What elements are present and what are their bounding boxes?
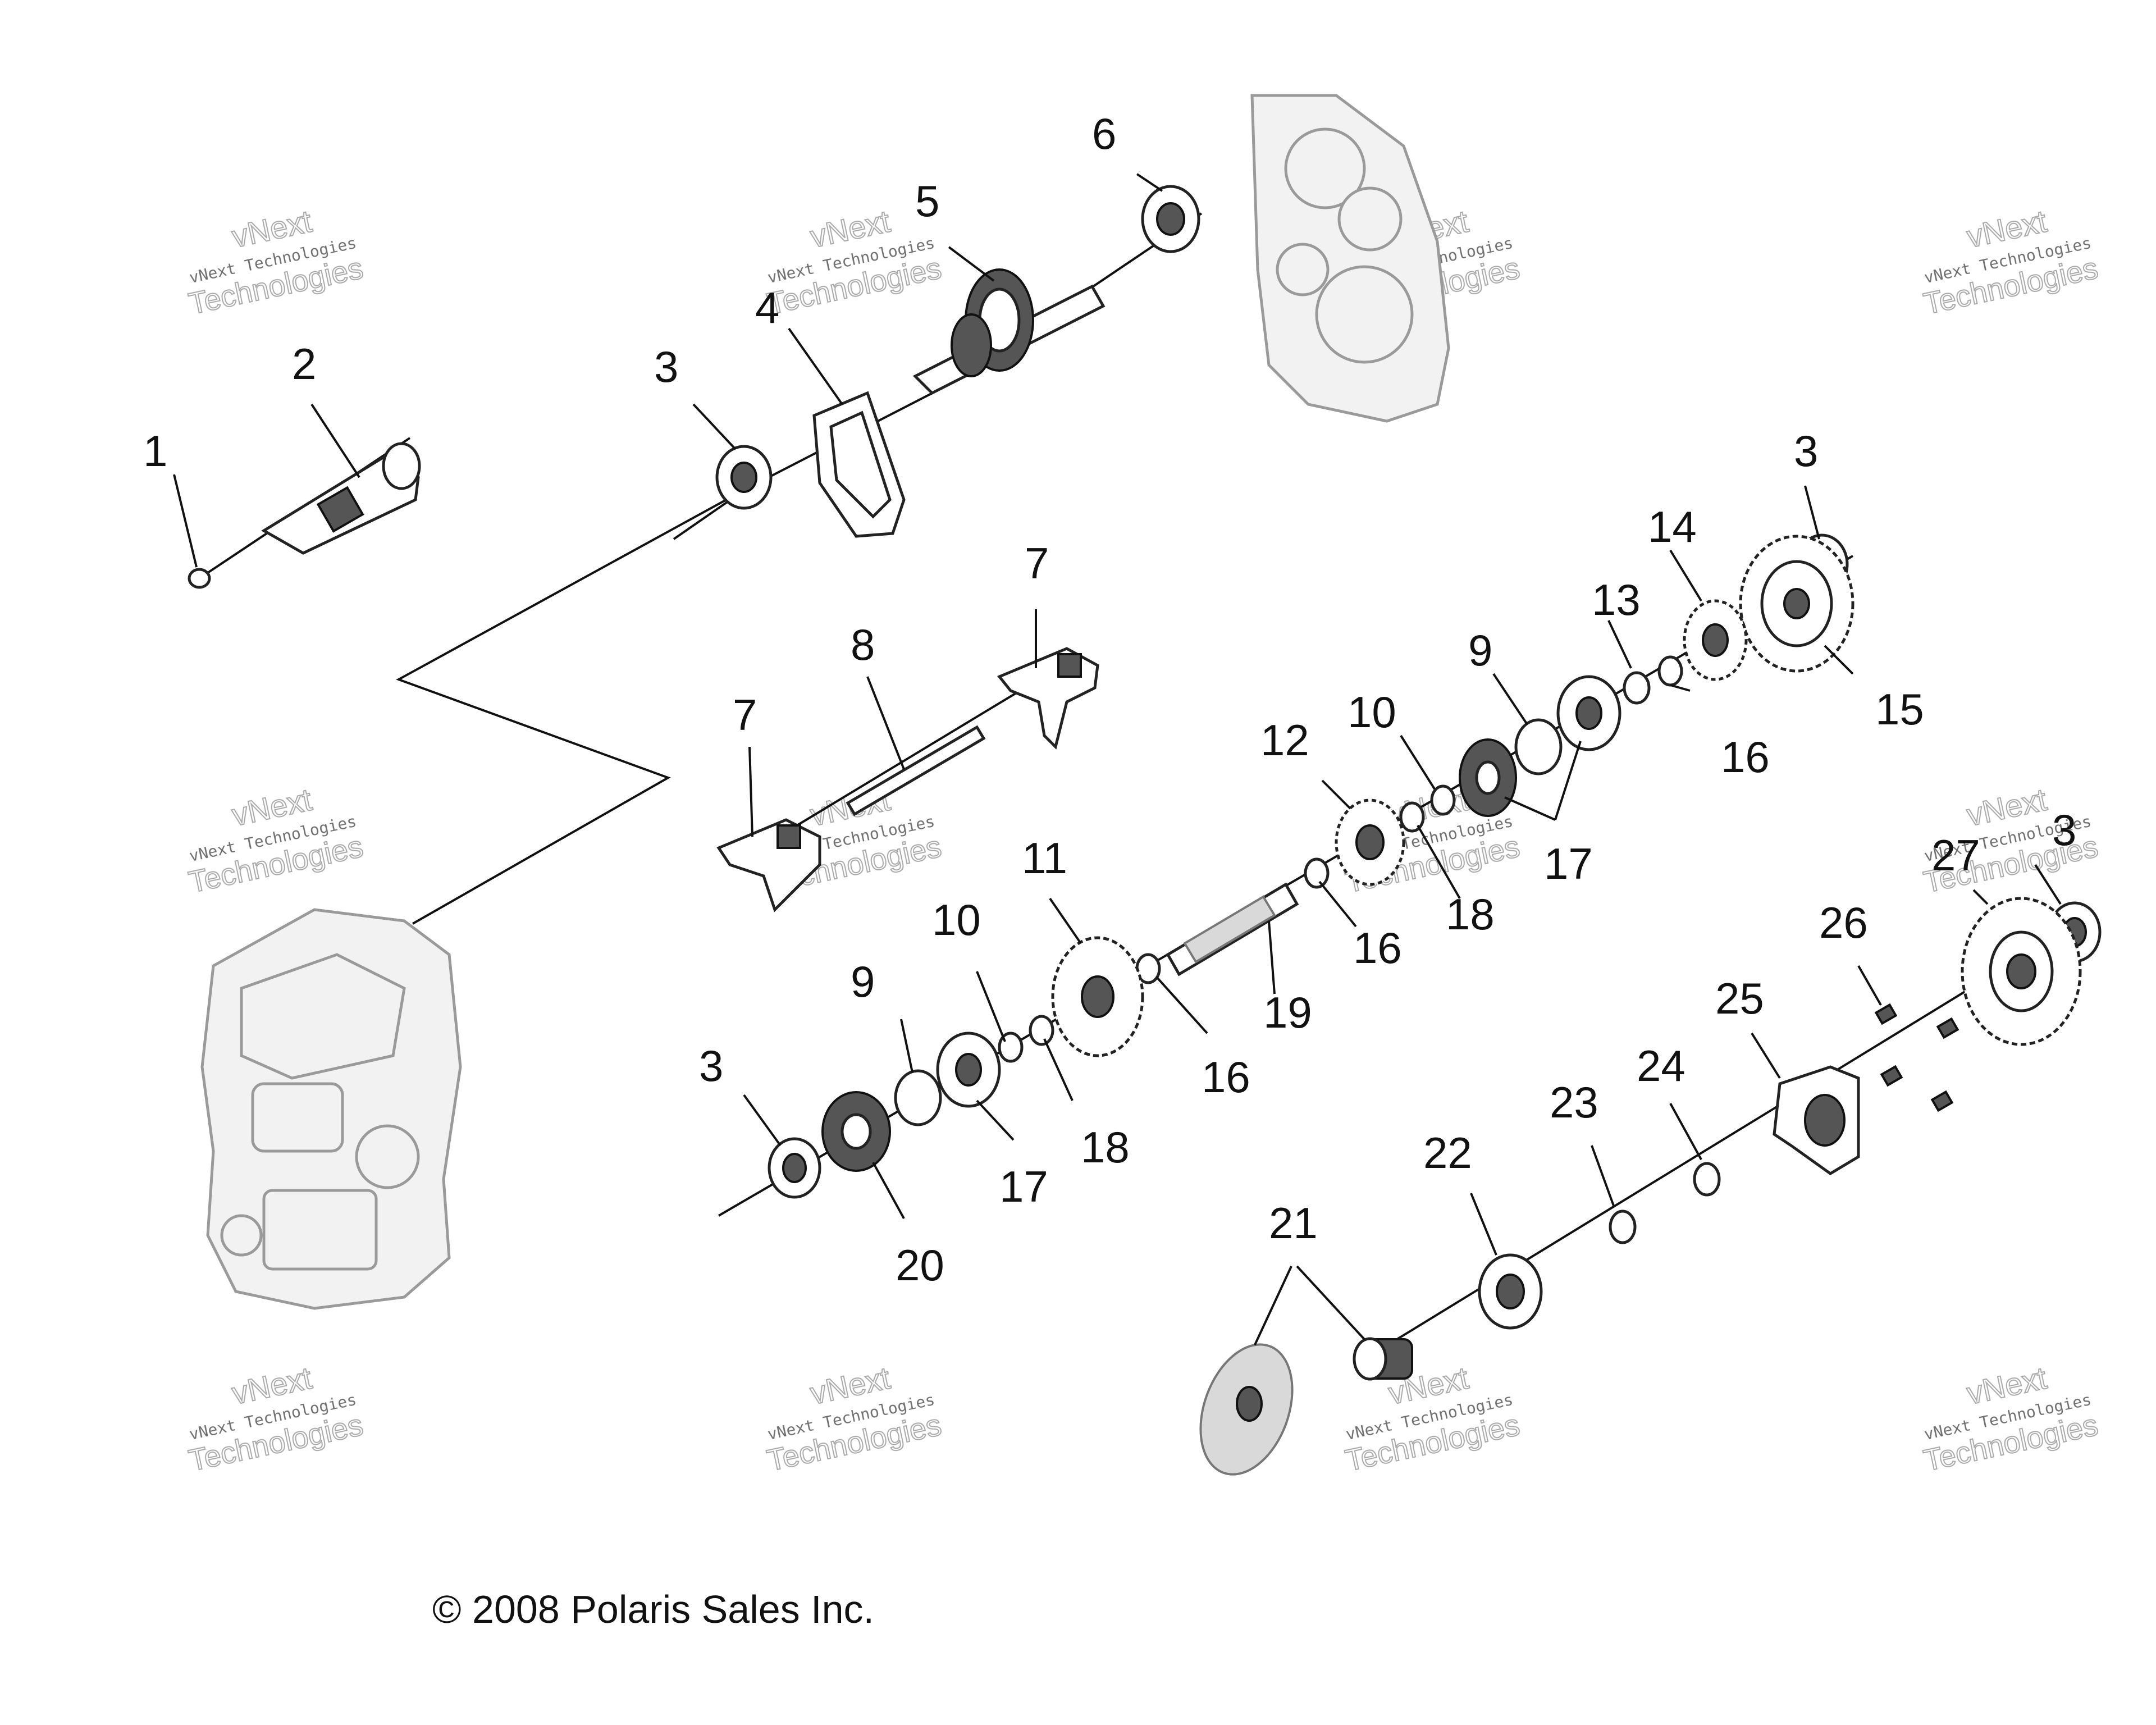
part-26-bolts — [1874, 1003, 1959, 1112]
callout-18: 18 — [1446, 889, 1495, 939]
watermark: vNext vNext Technologies Technologies — [185, 781, 367, 900]
callout-13: 13 — [1592, 575, 1641, 624]
callout-21: 21 — [1269, 1198, 1318, 1248]
callout-16: 16 — [1202, 1052, 1250, 1102]
callout-3: 3 — [2052, 805, 2076, 855]
callout-11: 11 — [1022, 833, 1067, 883]
part-7-shift-fork-right — [997, 647, 1099, 750]
callout-26: 26 — [1819, 898, 1868, 947]
part-3-bearing — [715, 445, 773, 510]
part-6-bearing — [1141, 185, 1200, 253]
part-18-washer — [1399, 801, 1425, 833]
part-20-hub — [821, 1091, 891, 1172]
callout-9: 9 — [851, 957, 875, 1006]
callout-12: 12 — [1260, 715, 1309, 765]
part-3-bearing — [768, 1137, 821, 1199]
callout-numbers: 1 2 3 4 5 6 7 7 8 3 14 13 9 10 12 15 16 … — [143, 109, 2076, 1290]
callout-6: 6 — [1092, 109, 1116, 158]
watermark: vNext vNext Technologies Technologies — [185, 203, 367, 322]
copyright-notice: © 2008 Polaris Sales Inc. — [432, 1587, 874, 1631]
part-15-gear — [1739, 535, 1854, 673]
part-9-ring — [894, 1069, 942, 1126]
part-2-shift-drum — [261, 442, 421, 555]
zigzag-connector — [396, 487, 747, 925]
callout-23: 23 — [1550, 1078, 1598, 1127]
callout-3: 3 — [699, 1041, 723, 1090]
callout-22: 22 — [1423, 1128, 1472, 1178]
transmission-cover-top — [1250, 94, 1450, 423]
callout-7: 7 — [1025, 539, 1049, 588]
part-21-cover-disc — [1199, 1343, 1294, 1476]
part-12-gear — [1335, 798, 1405, 886]
part-22-bearing — [1478, 1253, 1543, 1330]
part-4-drive-chain — [812, 391, 906, 538]
callout-15: 15 — [1875, 684, 1924, 734]
part-17-bearing — [1556, 675, 1621, 751]
part-7-shift-fork-left — [716, 818, 821, 912]
part-23-ring — [1609, 1210, 1637, 1244]
callout-19: 19 — [1263, 988, 1312, 1037]
part-5-input-shaft-gear — [912, 268, 1106, 395]
assembly-axes — [198, 212, 2095, 1343]
part-27-gear — [1961, 897, 2082, 1046]
callout-25: 25 — [1715, 974, 1764, 1023]
callout-3: 3 — [1794, 426, 1818, 476]
callout-24: 24 — [1637, 1041, 1685, 1090]
callout-2: 2 — [292, 339, 316, 389]
callout-9: 9 — [1468, 626, 1492, 675]
part-24-ring — [1693, 1162, 1721, 1197]
part-17-hub — [1459, 738, 1517, 817]
part-25-flange — [1773, 1065, 1860, 1175]
watermark: vNext vNext Technologies Technologies — [1920, 781, 2102, 900]
part-8-shift-rail — [846, 725, 986, 816]
callout-10: 10 — [1347, 687, 1396, 737]
part-16-washer — [1304, 857, 1330, 889]
part-11-gear — [1051, 936, 1144, 1057]
transmission-case-left — [200, 908, 462, 1310]
watermark: vNext vNext Technologies Technologies — [764, 1359, 945, 1478]
callout-14: 14 — [1648, 502, 1697, 551]
callout-8: 8 — [851, 620, 875, 669]
watermark: vNext vNext Technologies Technologies — [1920, 203, 2102, 322]
part-16-washer — [1657, 655, 1683, 687]
callout-17: 17 — [999, 1162, 1048, 1211]
callout-4: 4 — [755, 283, 779, 332]
part-13-ring — [1623, 671, 1651, 705]
part-18-washer — [1029, 1015, 1054, 1046]
callout-10: 10 — [932, 895, 981, 944]
callout-7: 7 — [733, 690, 757, 740]
callout-16: 16 — [1721, 732, 1770, 782]
callout-5: 5 — [915, 176, 939, 226]
part-9-ring — [1514, 718, 1563, 775]
watermark: vNext vNext Technologies Technologies — [1920, 1359, 2102, 1478]
part-17-bearing — [936, 1032, 1001, 1108]
part-19-countershaft — [1166, 882, 1299, 976]
watermark: vNext vNext Technologies Technologies — [185, 1359, 367, 1478]
part-10-washer — [1430, 784, 1456, 816]
callout-3: 3 — [654, 342, 678, 391]
callout-20: 20 — [896, 1240, 944, 1290]
callout-18: 18 — [1081, 1122, 1130, 1172]
callout-27: 27 — [1931, 830, 1980, 880]
callout-16: 16 — [1353, 923, 1402, 973]
callout-1: 1 — [143, 426, 167, 476]
watermark-grid: vNext vNext Technologies Technologies vN… — [185, 203, 2102, 1478]
callout-17: 17 — [1544, 839, 1593, 888]
part-1-circlip — [188, 568, 211, 589]
part-21-output-drive — [1353, 1337, 1413, 1381]
leader-lines — [173, 173, 2062, 1345]
part-14-gear — [1683, 599, 1748, 681]
